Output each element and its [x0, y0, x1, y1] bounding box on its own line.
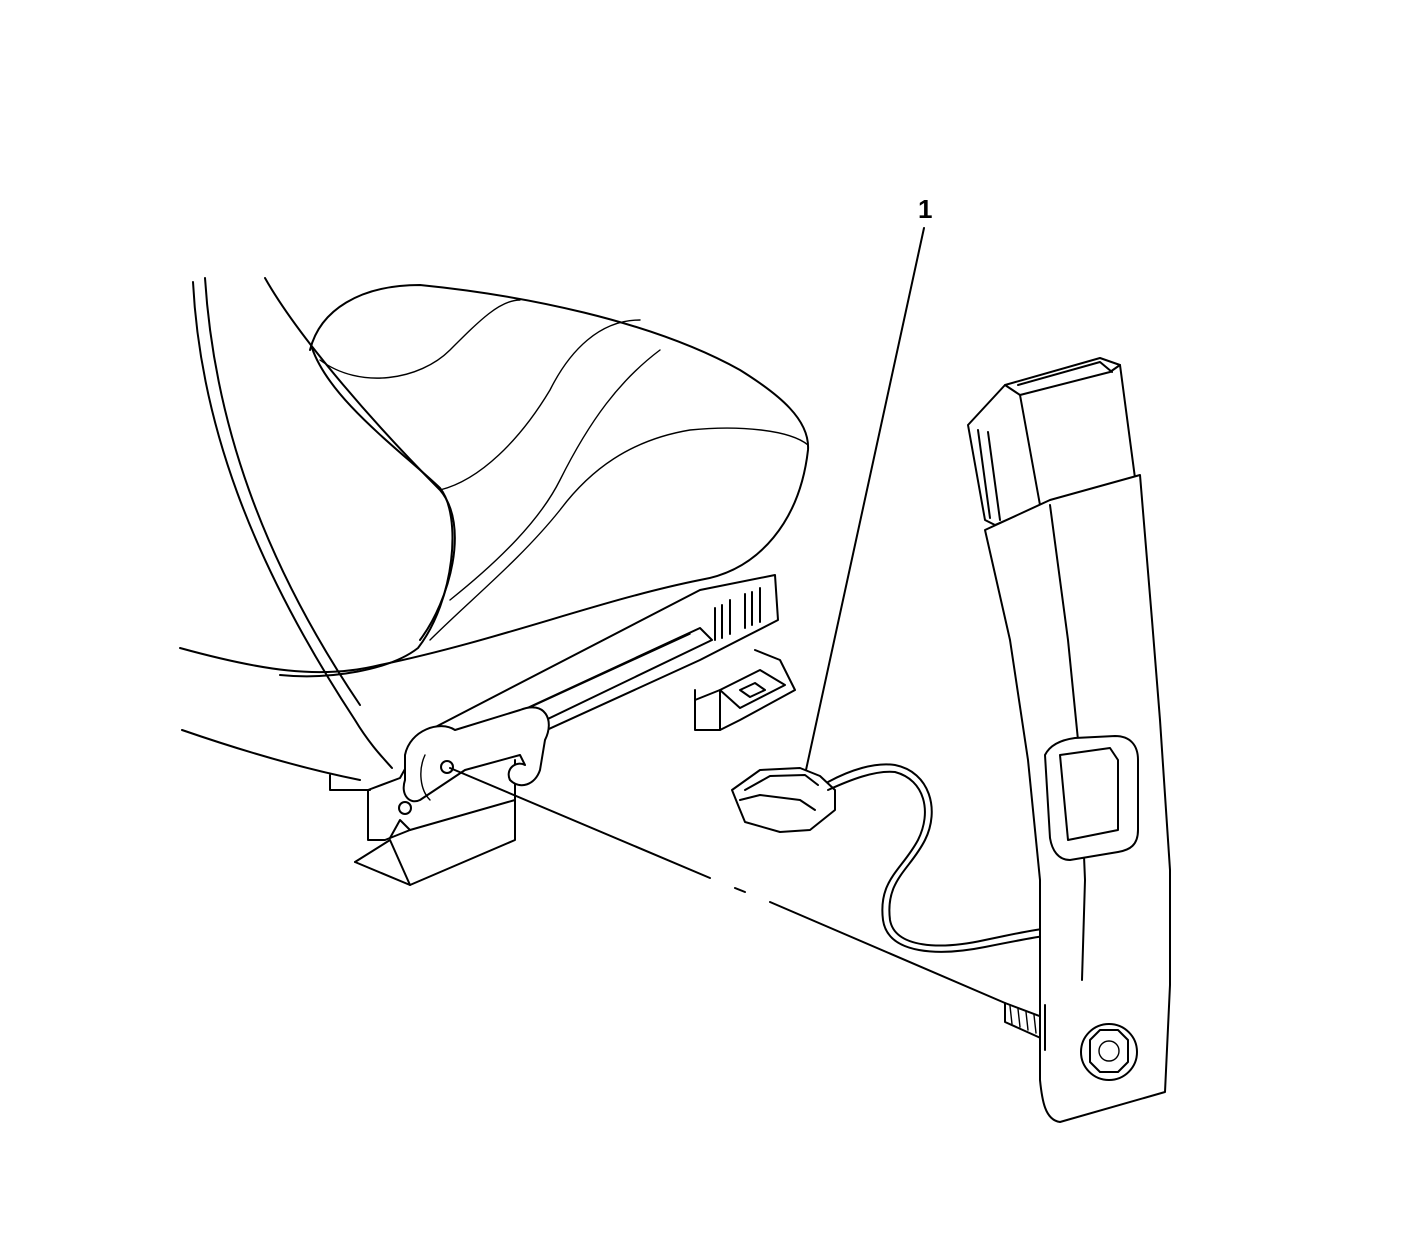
seat-track — [419, 574, 796, 766]
connector-and-harness — [731, 763, 1051, 953]
bolt-centerline — [449, 767, 1006, 1004]
callout-1-leader — [805, 227, 925, 771]
seat-belt-buckle — [967, 357, 1171, 1123]
callout-1-label: 1 — [918, 194, 932, 224]
callout-1: 1 — [805, 194, 932, 771]
seat-front-bracket — [354, 706, 550, 886]
seat-cushion — [179, 277, 810, 791]
